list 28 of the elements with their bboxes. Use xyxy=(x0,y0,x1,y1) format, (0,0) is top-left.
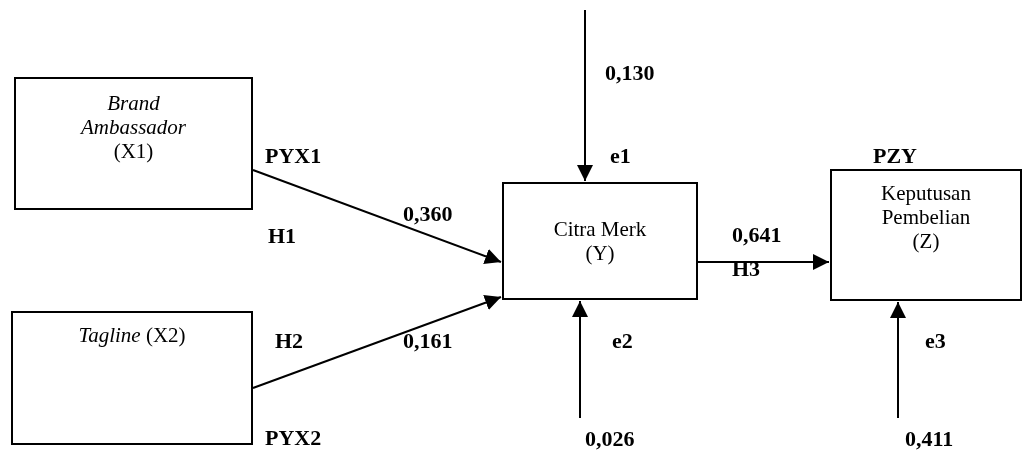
path-label: PYX2 xyxy=(265,427,322,449)
path-coefficient: 0,026 xyxy=(585,428,635,450)
path-coefficient: 0,161 xyxy=(403,330,453,352)
variable-box xyxy=(14,77,253,210)
arrow xyxy=(252,295,502,389)
variable-label: Keputusan Pembelian (Z) xyxy=(880,181,972,254)
path-coefficient: 0,360 xyxy=(403,203,453,225)
path-coefficient: 0,411 xyxy=(905,428,954,450)
variable-label: Brand Ambassador (X1) xyxy=(79,91,187,164)
error-term: e3 xyxy=(925,330,946,352)
arrow xyxy=(572,300,588,419)
variable-box xyxy=(830,169,1022,301)
variable-box xyxy=(11,311,253,445)
hypothesis-label: H2 xyxy=(275,330,304,352)
arrow xyxy=(252,169,502,264)
path-coefficient: 0,641 xyxy=(732,224,782,246)
arrow xyxy=(697,254,830,270)
path-label: PYX1 xyxy=(265,145,322,167)
error-term: e2 xyxy=(612,330,633,352)
error-term: e1 xyxy=(610,145,631,167)
path-coefficient: 0,130 xyxy=(605,62,655,84)
arrow xyxy=(890,301,906,419)
hypothesis-label: H1 xyxy=(268,225,297,247)
variable-box xyxy=(502,182,698,300)
variable-label: Tagline (X2) xyxy=(77,323,187,348)
arrow xyxy=(577,9,593,182)
path-label: PZY xyxy=(873,145,917,167)
variable-label: Citra Merk (Y) xyxy=(552,216,648,266)
